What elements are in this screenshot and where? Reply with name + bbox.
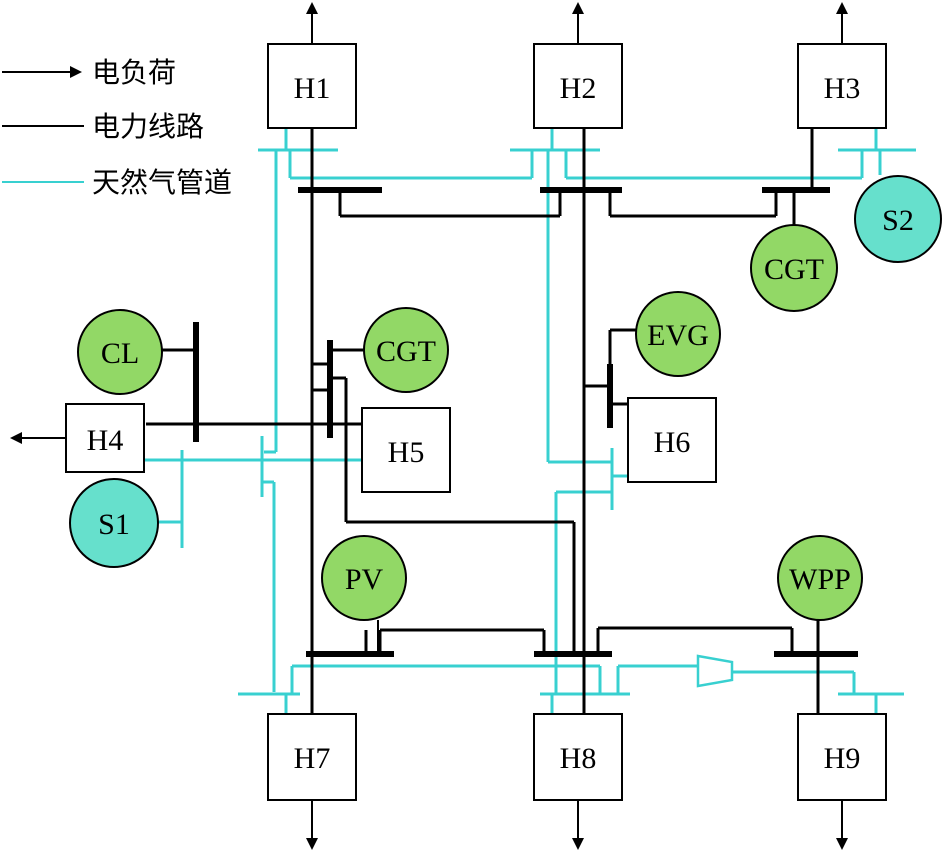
svg-text:CGT: CGT [764,253,824,286]
node-h5: H5 [361,407,451,493]
sources: CL CGT CGT EVG S1 S2 PV WPP [69,175,942,621]
legend: 电负荷 电力线路 天然气管道 [2,56,232,199]
svg-text:H6: H6 [654,426,691,459]
source-wpp: WPP [777,535,863,621]
node-h4: H4 [65,403,145,473]
svg-text:H4: H4 [87,424,124,457]
node-h7: H7 [267,713,357,801]
svg-text:CGT: CGT [376,335,436,368]
svg-text:S2: S2 [882,204,914,237]
svg-text:H7: H7 [294,742,331,775]
power-lines [146,128,820,714]
source-cgt-center: CGT [363,307,449,393]
legend-electric-load-label: 电负荷 [92,56,176,89]
source-evg: EVG [635,291,721,377]
svg-text:WPP: WPP [789,563,851,596]
node-h2: H2 [533,43,623,129]
svg-text:H3: H3 [824,72,861,105]
node-boxes: H1 H2 H3 H4 H5 H6 H7 H8 H9 [65,43,887,801]
busbars [193,187,858,657]
legend-power-line-label: 电力线路 [92,110,204,143]
node-h8: H8 [533,713,623,801]
svg-text:CL: CL [101,337,139,370]
svg-text:H5: H5 [388,436,425,469]
compressor-icon [696,654,734,688]
source-s2: S2 [854,175,942,263]
node-h9: H9 [797,713,887,801]
svg-text:H8: H8 [560,742,597,775]
node-h6: H6 [627,397,717,483]
source-s1: S1 [69,478,159,568]
source-cgt-right: CGT [750,224,838,312]
svg-text:H9: H9 [824,742,861,775]
svg-text:PV: PV [345,563,384,596]
svg-text:S1: S1 [98,508,130,541]
node-h1: H1 [267,43,357,129]
load-arrows [10,2,848,850]
svg-text:H2: H2 [560,72,597,105]
source-pv: PV [321,535,407,621]
svg-text:EVG: EVG [647,319,709,352]
node-h3: H3 [797,43,887,129]
legend-gas-pipeline-label: 天然气管道 [92,166,232,199]
svg-text:H1: H1 [294,72,331,105]
source-cl: CL [77,309,163,395]
